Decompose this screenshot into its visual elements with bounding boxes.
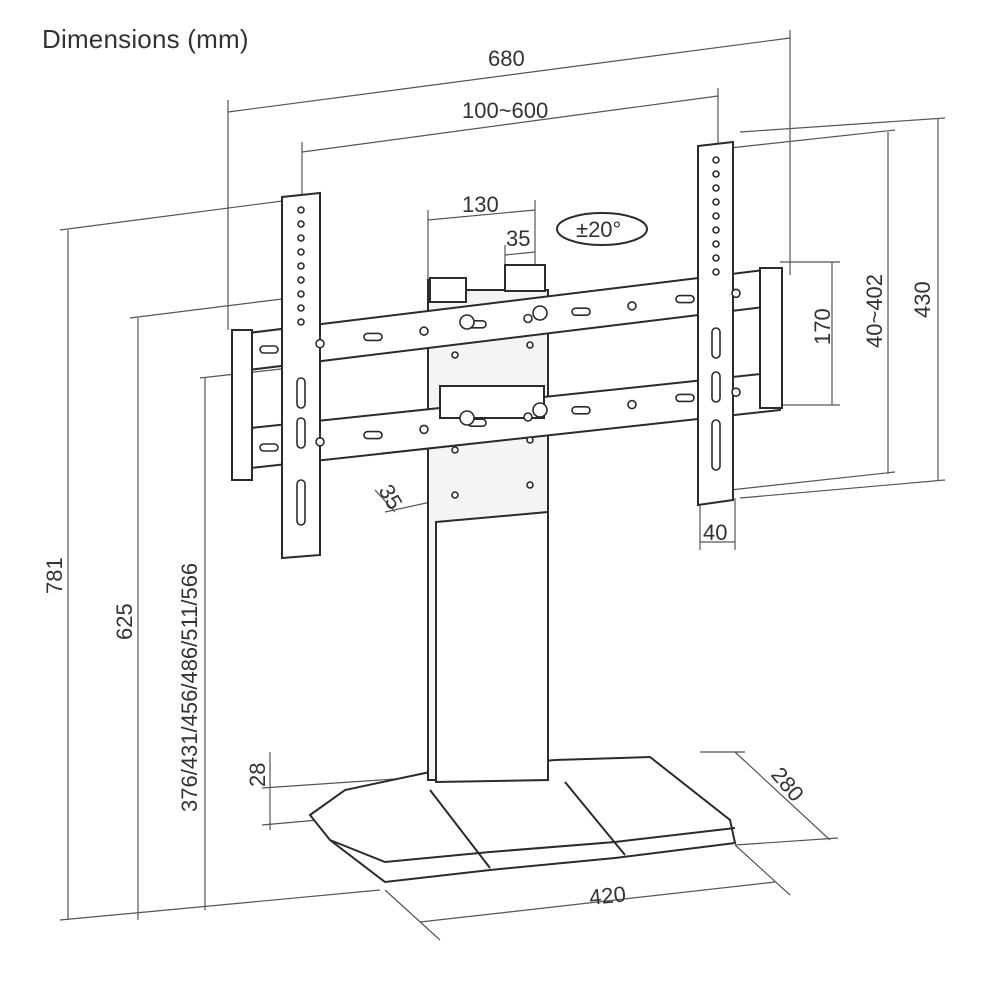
label-vesa-height: 40~402 [862,274,887,348]
hole [526,481,534,489]
hole [451,446,459,454]
hole [526,341,534,349]
diagram-title: Dimensions (mm) [42,24,249,54]
hole [731,387,741,398]
hole [315,436,325,447]
hole [731,288,741,299]
hole [712,198,720,206]
slot [259,443,279,452]
label-adjust-heights: 376/431/456/486/511/566 [177,563,202,812]
hole [297,206,305,214]
hole [712,240,720,248]
hole [523,412,533,422]
hole [297,220,305,228]
slot [296,479,306,526]
hole [712,226,720,234]
hole [297,248,305,256]
hole [451,491,459,499]
hole [297,262,305,270]
hole [712,212,720,220]
slot [571,405,591,415]
mounting-holes [259,156,741,526]
horizontal-rails [231,266,783,481]
label-arm-width: 40 [703,520,727,545]
label-base-depth: 280 [766,762,809,806]
slot [711,371,721,403]
vertical-arms [281,140,734,560]
stand-column [427,264,549,784]
slot [675,393,695,403]
hole [297,290,305,298]
swivel-indicator [556,212,648,246]
label-vesa-width: 100~600 [462,98,548,123]
label-bracket-height: 170 [810,308,835,345]
hole [419,326,429,336]
hole [419,424,429,435]
label-column-inner: 35 [506,226,530,251]
slot [571,307,591,317]
hole [315,338,325,349]
hole [523,313,533,324]
dimension-lines [59,30,946,941]
label-column-width: 130 [462,192,499,217]
slot [675,294,695,304]
slot [296,417,306,449]
label-height-625: 625 [112,603,137,640]
hole [712,184,720,192]
hole [526,436,534,444]
hole [297,234,305,242]
slot [296,377,306,409]
hole [712,268,720,276]
stand-base [308,755,737,884]
label-overall-width: 680 [488,46,525,71]
hole [451,351,459,359]
hole [712,254,720,262]
hole [627,301,637,311]
hole [297,276,305,284]
hole [712,170,720,178]
label-arm-height: 430 [910,281,935,318]
slot [259,345,279,354]
hole [297,318,305,326]
slot [711,327,721,359]
hole [627,399,637,410]
hole [712,156,720,164]
label-swivel: ±20° [576,217,621,242]
slot [363,332,383,342]
slot [363,430,383,440]
label-base-thickness: 28 [245,763,270,787]
label-total-height: 781 [42,557,67,594]
hole [297,304,305,312]
slot [711,419,721,471]
label-base-width: 420 [588,881,627,910]
adjustment-knobs [459,305,548,426]
